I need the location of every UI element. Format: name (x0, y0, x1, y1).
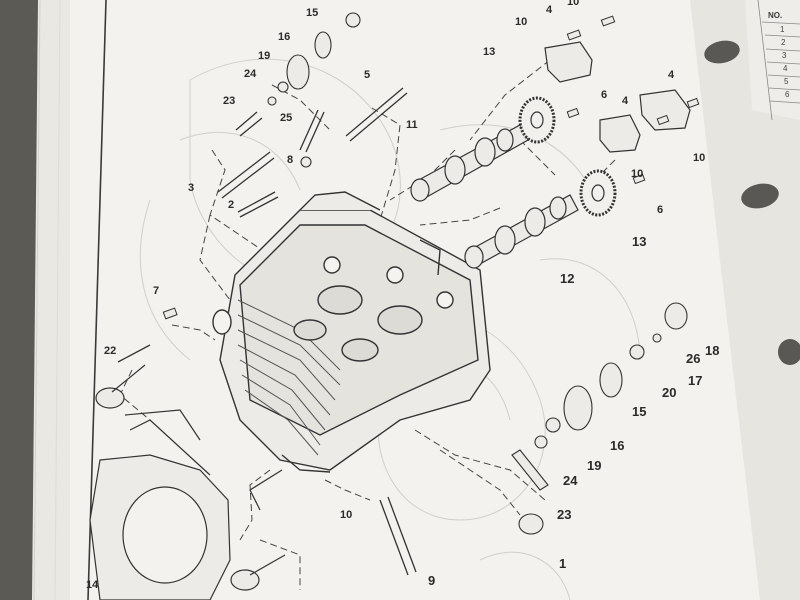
side-table-header: NO. (768, 11, 783, 20)
callout-15-lower: 15 (632, 404, 647, 419)
callout-10-bottom: 10 (340, 509, 353, 521)
side-table-row: 4 (783, 64, 788, 73)
callout-26: 26 (686, 351, 701, 366)
side-table-row: 5 (784, 77, 789, 86)
callout-25: 25 (280, 112, 293, 124)
callout-10-top-b: 10 (567, 0, 580, 8)
callout-13-top: 13 (483, 46, 496, 58)
cylinder-head-illustration (212, 191, 491, 473)
callout-18: 18 (705, 343, 720, 358)
callout-19-lower: 19 (587, 458, 602, 473)
callout-10-top: 10 (515, 16, 528, 28)
callout-4-top-a: 4 (546, 4, 553, 16)
callout-9: 9 (428, 573, 436, 588)
facing-page (690, 0, 800, 600)
callout-14: 14 (86, 579, 99, 591)
callout-8: 8 (287, 154, 294, 166)
callout-6-upper: 6 (601, 89, 608, 101)
callout-19-top: 19 (258, 50, 271, 62)
binder-hole (778, 339, 800, 365)
callout-23-lower: 23 (557, 507, 572, 522)
bolts (162, 15, 700, 320)
valves-and-gasket (89, 364, 286, 600)
callout-4-mid: 4 (622, 95, 629, 107)
valve-train-lower (511, 302, 688, 535)
callout-22: 22 (104, 345, 117, 357)
callout-11: 11 (406, 119, 418, 131)
callout-5: 5 (364, 69, 371, 81)
camshaft-lower (464, 194, 579, 269)
callout-4-right: 4 (668, 69, 675, 81)
callout-13-lower: 13 (632, 234, 647, 249)
callout-7: 7 (153, 285, 160, 297)
callout-16-lower: 16 (610, 438, 625, 453)
callout-20: 20 (662, 385, 677, 400)
callout-1: 1 (559, 556, 567, 571)
callout-12: 12 (560, 271, 575, 286)
binder-hole (741, 183, 779, 209)
side-table-row: 6 (785, 90, 790, 99)
callout-2: 2 (228, 199, 235, 211)
callout-15-top: 15 (306, 7, 319, 19)
side-table-row: 3 (782, 51, 787, 60)
side-table (757, 0, 800, 121)
callout-3: 3 (188, 182, 195, 194)
callout-6-lower: 6 (657, 204, 664, 216)
side-table-row: 1 (780, 25, 785, 34)
cam-caps (544, 41, 691, 153)
binder-hole (704, 40, 740, 64)
camshaft-upper (410, 124, 529, 202)
valve-train-upper (267, 12, 361, 168)
callout-10-right: 10 (693, 152, 706, 164)
page-border-line (87, 0, 107, 600)
callout-10-mid: 10 (631, 168, 644, 180)
callout-17: 17 (688, 373, 703, 388)
cam-sprocket-upper (518, 96, 556, 144)
cam-sprocket-lower (579, 169, 617, 217)
callout-24-top: 24 (244, 68, 257, 80)
callout-23-top: 23 (223, 95, 236, 107)
callout-16-top: 16 (278, 31, 291, 43)
callout-24-lower: 24 (563, 473, 578, 488)
side-table-row: 2 (781, 38, 786, 47)
studs (117, 87, 417, 576)
